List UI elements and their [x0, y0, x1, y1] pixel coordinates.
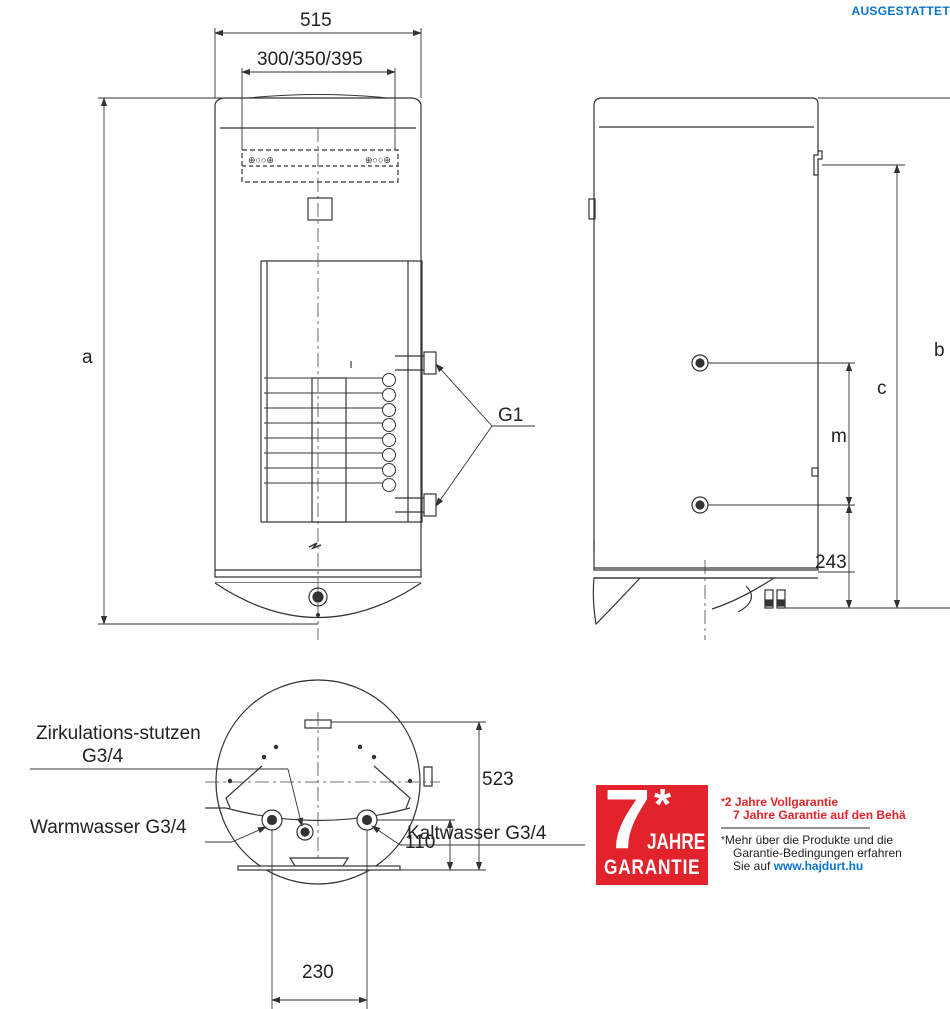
circulation-label: Zirkulations-stutzen	[36, 723, 201, 744]
guarantee-line-1: *2 Jahre Vollgarantie	[721, 796, 838, 809]
dim-pipe-spacing: 300/350/395	[257, 49, 363, 70]
svg-text:⊕○○⊕: ⊕○○⊕	[248, 155, 274, 165]
guarantee-line-2: 7 Jahre Garantie auf den Behä	[733, 808, 906, 822]
dim-110: 110	[405, 832, 436, 853]
dim-230: 230	[302, 962, 334, 983]
guarantee-years-word: JAHRE	[647, 829, 706, 854]
note-text-1: Mehr über die Produkte und die	[724, 833, 894, 847]
coil-connection-label: G1	[498, 405, 524, 426]
svg-text:⊕○○⊕: ⊕○○⊕	[365, 155, 391, 165]
dim-m: m	[831, 426, 847, 447]
website-link[interactable]: www.hajdurt.hu	[773, 859, 864, 873]
guarantee-note-3: Sie auf www.hajdurt.hu	[733, 860, 863, 873]
note-star: *	[721, 835, 725, 846]
guarantee-number: 7	[604, 772, 651, 866]
cold-water-label: Kaltwasser G3/4	[407, 823, 547, 844]
front-view-tank: ⊕○○⊕ ⊕○○⊕	[214, 94, 437, 619]
dim-243: 243	[815, 552, 847, 573]
dim-523: 523	[482, 769, 514, 790]
equipped-badge: AUSGESTATTET	[851, 4, 950, 18]
side-view-tank	[588, 97, 823, 626]
note-text-3: Sie auf	[733, 859, 774, 873]
circulation-size: G3/4	[82, 746, 124, 767]
dim-c: c	[877, 378, 887, 399]
guarantee-star: *	[654, 780, 672, 829]
dim-b: b	[934, 340, 945, 361]
guarantee-note-1: *Mehr über die Produkte und die	[721, 834, 893, 847]
footnote-star: *	[721, 797, 725, 808]
guarantee-word: GARANTIE	[604, 856, 701, 879]
guarantee-badge: 7 * JAHRE GARANTIE	[596, 777, 708, 885]
dim-height-a: a	[82, 347, 93, 368]
warm-water-label: Warmwasser G3/4	[30, 817, 187, 838]
dim-width-515: 515	[300, 10, 332, 31]
guarantee-note-2: Garantie-Bedingungen erfahren	[733, 846, 902, 860]
full-guarantee-text: 2 Jahre Vollgarantie	[724, 795, 839, 809]
